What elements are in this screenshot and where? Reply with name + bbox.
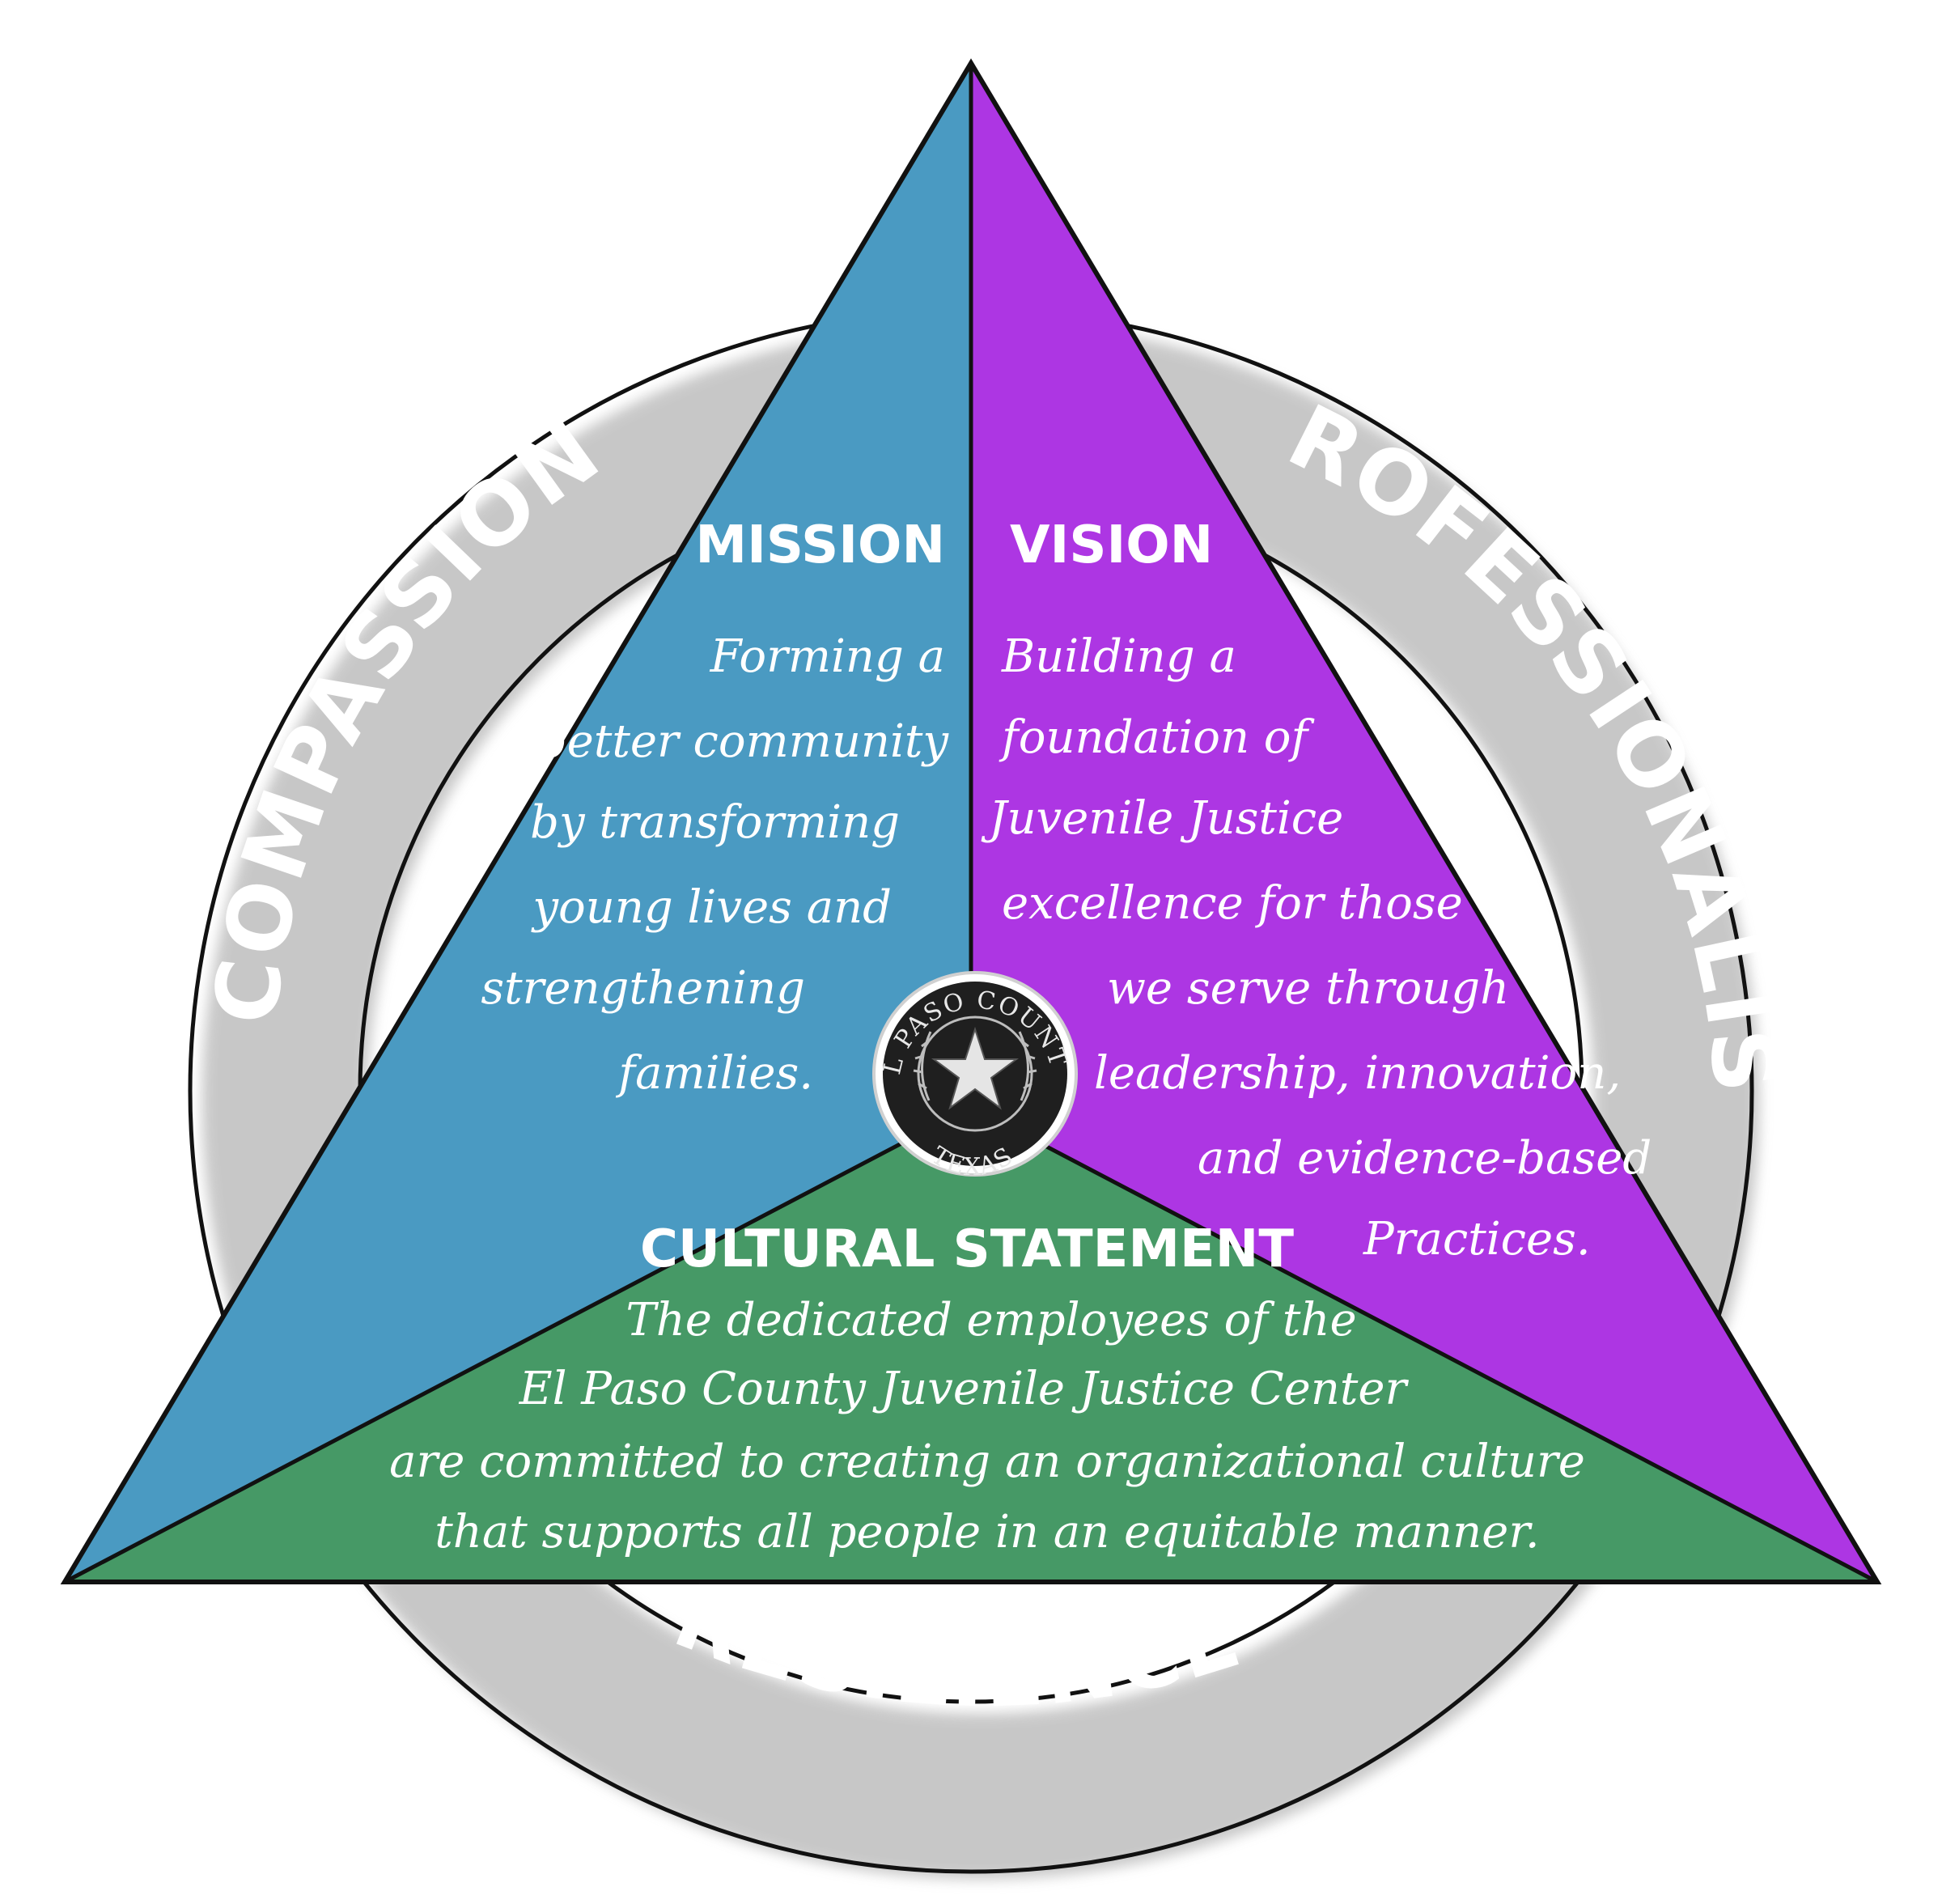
vision-line: leadership, innovation, <box>1094 1047 1621 1100</box>
cultural-text: The dedicated employees of the El Paso C… <box>389 1294 1585 1558</box>
mission-title: MISSION <box>695 515 945 575</box>
mission-text: Forming a better community by transformi… <box>481 630 949 1100</box>
vision-line: Juvenile Justice <box>981 792 1343 845</box>
mission-line: families. <box>615 1047 813 1100</box>
vision-line: foundation of <box>999 711 1316 764</box>
cultural-line: are committed to creating an organizatio… <box>389 1435 1585 1488</box>
vision-text: Building a foundation of Juvenile Justic… <box>981 630 1652 1266</box>
cultural-title: CULTURAL STATEMENT <box>640 1219 1294 1279</box>
star-icon <box>931 1026 1020 1110</box>
vision-line: Practices. <box>1363 1213 1591 1266</box>
mission-line: by transforming <box>530 796 900 849</box>
cultural-line: that supports all people in an equitable… <box>435 1506 1539 1558</box>
vision-line: excellence for those <box>1002 877 1463 930</box>
mission-line: strengthening <box>481 962 805 1015</box>
vision-line: Building a <box>1001 630 1236 683</box>
cultural-section <box>65 1107 1877 1582</box>
laurel-wreath-icon <box>913 1031 1037 1101</box>
triangle-dividers <box>60 58 1882 1584</box>
vision-line: and evidence-based <box>1198 1132 1652 1185</box>
mission-line: Forming a <box>710 630 945 683</box>
vision-title: VISION <box>1010 515 1213 575</box>
cultural-line: El Paso County Juvenile Justice Center <box>519 1363 1410 1415</box>
cultural-line: The dedicated employees of the <box>625 1294 1356 1346</box>
mission-line: better community <box>538 715 950 768</box>
mission-line: young lives and <box>530 881 892 934</box>
vision-line: we serve through <box>1107 962 1509 1015</box>
